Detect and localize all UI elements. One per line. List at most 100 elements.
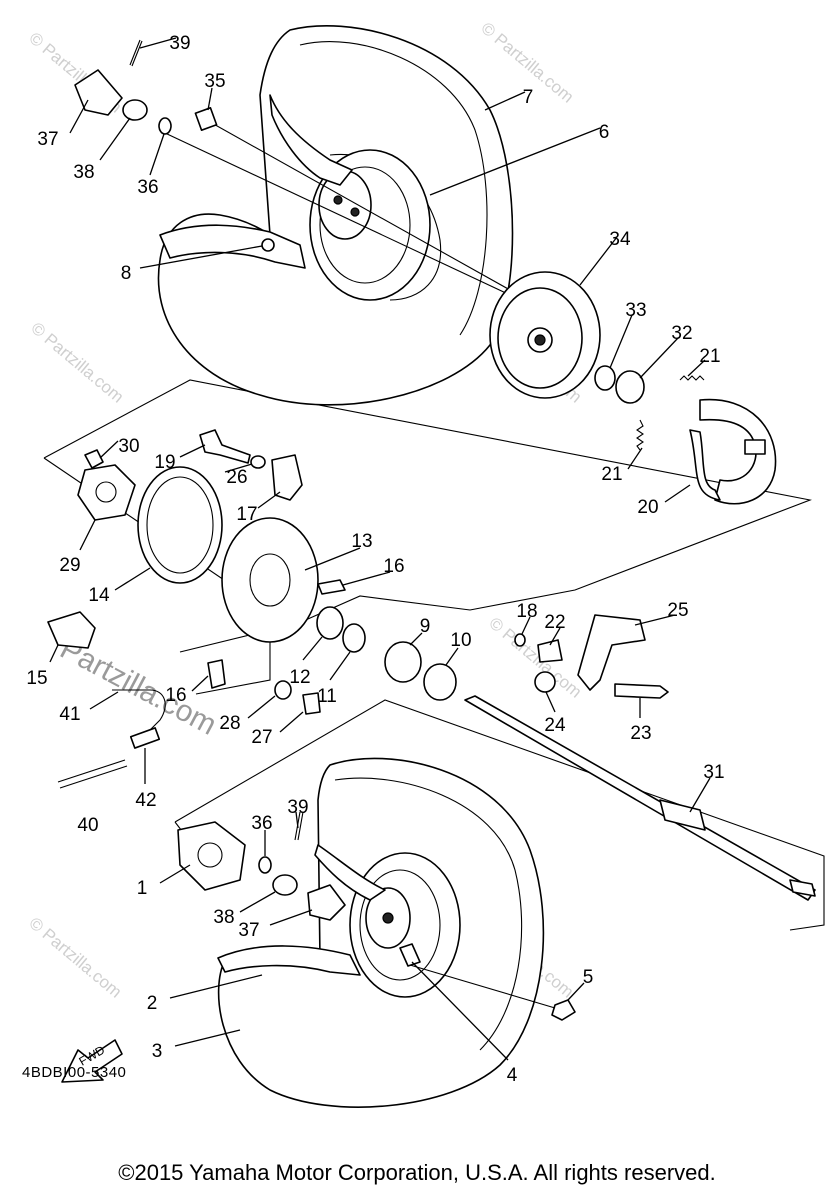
leader-line bbox=[139, 37, 177, 49]
leader-line bbox=[342, 571, 391, 586]
o-ring bbox=[514, 633, 526, 647]
lever-plate bbox=[537, 639, 563, 663]
fwd-arrow-icon bbox=[61, 1039, 123, 1083]
upper-wheel-assembly bbox=[157, 25, 514, 406]
brake-plate bbox=[77, 464, 136, 521]
upper-bead-seal bbox=[314, 844, 386, 901]
callout-15: 15 bbox=[26, 668, 47, 689]
brake-shoe bbox=[689, 429, 721, 501]
bearing bbox=[384, 641, 422, 683]
callout-14: 14 bbox=[88, 585, 110, 606]
brake-drum bbox=[489, 271, 601, 399]
hub-bore bbox=[197, 842, 223, 868]
leader-line bbox=[579, 236, 618, 286]
leader-line bbox=[304, 547, 361, 571]
callout-30: 30 bbox=[118, 436, 139, 457]
leader-line bbox=[69, 99, 89, 134]
disc-bolt bbox=[317, 579, 346, 595]
o-ring bbox=[594, 365, 616, 391]
lever-nut bbox=[534, 671, 556, 693]
leader-line bbox=[329, 651, 351, 681]
axle-spline-end bbox=[789, 879, 816, 897]
leader-line bbox=[224, 463, 253, 473]
callout-22: 22 bbox=[544, 612, 565, 633]
leader-line bbox=[207, 87, 213, 111]
callout-20: 20 bbox=[637, 497, 658, 518]
watermark: © Partzilla.com bbox=[25, 914, 125, 1002]
upper-bead-seal bbox=[269, 94, 353, 186]
spacer bbox=[194, 107, 218, 131]
callout-7: 7 bbox=[523, 87, 534, 108]
callout-16: 16 bbox=[165, 685, 186, 706]
callout-4: 4 bbox=[507, 1065, 518, 1086]
spring bbox=[636, 419, 644, 451]
bearing bbox=[316, 606, 344, 640]
leader-line bbox=[247, 695, 276, 719]
brake-disc bbox=[221, 517, 319, 643]
hub-frame bbox=[174, 699, 825, 931]
callout-27: 27 bbox=[251, 727, 272, 748]
leader-line bbox=[411, 961, 509, 1061]
lower-wheel-assembly bbox=[217, 757, 545, 1108]
axle-shaft bbox=[464, 695, 816, 901]
callout-5: 5 bbox=[583, 967, 594, 988]
callout-9: 9 bbox=[420, 616, 431, 637]
bolt-frame bbox=[179, 629, 271, 695]
brake-pin bbox=[57, 759, 126, 783]
callout-38: 38 bbox=[73, 162, 94, 183]
axle-nut-cap bbox=[74, 69, 123, 116]
bolt bbox=[199, 429, 251, 464]
leader-line bbox=[89, 691, 119, 710]
brake-frame bbox=[43, 379, 812, 627]
callout-24: 24 bbox=[544, 715, 566, 736]
leader-line bbox=[257, 491, 281, 509]
rear-axle bbox=[464, 695, 816, 901]
oil-seal-inner bbox=[146, 476, 214, 574]
callout-39: 39 bbox=[169, 33, 190, 54]
leader-line bbox=[545, 691, 556, 713]
leader-line bbox=[174, 1029, 241, 1047]
brake-pin bbox=[59, 765, 128, 789]
cotter-pin bbox=[129, 39, 143, 67]
callout-39: 39 bbox=[287, 797, 308, 818]
oil-seal bbox=[423, 663, 457, 701]
wheel-hub bbox=[177, 821, 246, 891]
callout-16: 16 bbox=[383, 556, 404, 577]
copyright-notice: ©2015 Yamaha Motor Corporation, U.S.A. A… bbox=[118, 1160, 716, 1185]
callout-25: 25 bbox=[667, 600, 688, 621]
hub-hole bbox=[350, 207, 360, 217]
callout-3: 3 bbox=[152, 1041, 163, 1062]
collar bbox=[615, 370, 645, 404]
axle-nut bbox=[272, 874, 298, 896]
leader-line bbox=[521, 616, 531, 635]
callout-23: 23 bbox=[630, 723, 651, 744]
lever-bolt bbox=[614, 683, 669, 699]
callout-35: 35 bbox=[204, 71, 225, 92]
shoe-pin bbox=[744, 439, 766, 455]
callout-42: 42 bbox=[135, 790, 156, 811]
spring bbox=[679, 375, 705, 381]
leader-line bbox=[429, 127, 601, 196]
washer bbox=[258, 856, 272, 874]
watermark: © Partzilla.com bbox=[485, 614, 585, 702]
callout-2: 2 bbox=[147, 993, 158, 1014]
assembly-guide-line bbox=[164, 132, 511, 296]
collar bbox=[274, 680, 292, 700]
clamp bbox=[129, 727, 161, 749]
callout-34: 34 bbox=[609, 229, 631, 250]
callout-21: 21 bbox=[699, 346, 720, 367]
assembly-guide-line bbox=[409, 964, 556, 1009]
axle-spline bbox=[659, 799, 706, 831]
leader-line bbox=[149, 133, 165, 176]
callout-26: 26 bbox=[226, 467, 247, 488]
leader-line bbox=[191, 675, 209, 692]
leader-line bbox=[689, 777, 711, 813]
leader-line bbox=[279, 711, 304, 733]
leader-line bbox=[634, 614, 676, 626]
oil-seal bbox=[342, 623, 366, 653]
leader-line bbox=[114, 567, 151, 591]
leader-line bbox=[687, 359, 706, 377]
callout-32: 32 bbox=[671, 323, 692, 344]
parts-diagram: © Partzilla.com © Partzilla.com © Partzi… bbox=[25, 19, 825, 1108]
callout-12: 12 bbox=[289, 667, 310, 688]
